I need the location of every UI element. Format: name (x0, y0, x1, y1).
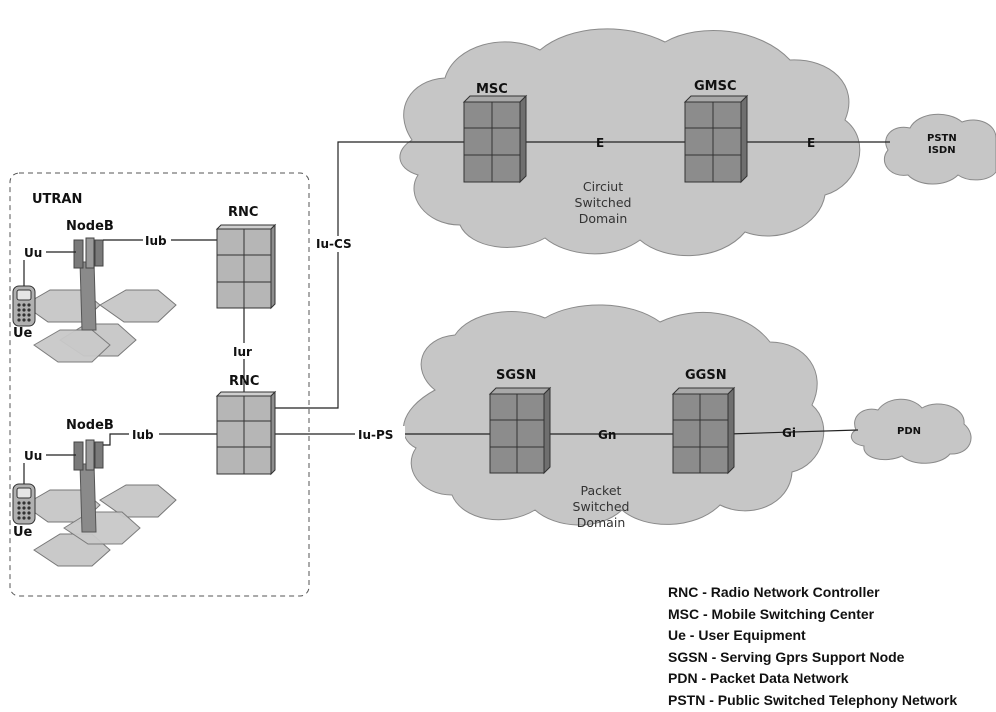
cs-domain-line3: Domain (579, 211, 628, 226)
labels: MSC GMSC E E PSTN ISDN Circiut Switched … (13, 79, 957, 540)
gi-label: Gi (782, 426, 796, 440)
cs-domain-line2: Switched (575, 195, 632, 210)
ps-domain-line1: Packet (581, 483, 622, 498)
cell-coverage-top (23, 289, 177, 363)
legend-item-msc: MSC - Mobile Switching Center (668, 605, 875, 622)
sgsn-node (488, 386, 552, 475)
pstn-cloud (883, 113, 996, 185)
ggsn-label: GGSN (685, 368, 727, 383)
msc-node (462, 94, 528, 184)
utran-boundary (9, 172, 310, 597)
ggsn-node (671, 386, 736, 475)
cs-domain-line1: Circiut (583, 179, 623, 194)
rnc-label-bottom: RNC (229, 374, 259, 389)
legend: RNC - Radio Network Controller MSC - Mob… (668, 582, 957, 712)
ue-label-bottom: Ue (13, 525, 33, 540)
cell-coverage-bottom (23, 484, 177, 567)
nodeb-label-bottom: NodeB (66, 418, 114, 433)
iur-label: Iur (233, 345, 252, 359)
nodeb-label-top: NodeB (66, 219, 114, 234)
ue-phone-top (12, 285, 36, 327)
legend-item-ue: Ue - User Equipment (668, 627, 806, 644)
iu-cs-label: Iu-CS (316, 237, 352, 251)
legend-item-pstn: PSTN - Public Switched Telephony Network (668, 691, 958, 708)
ue-phone-bottom (12, 483, 36, 525)
uu-label-top: Uu (24, 246, 42, 260)
legend-item-sgsn: SGSN - Serving Gprs Support Node (668, 648, 905, 665)
gn-label: Gn (598, 428, 616, 442)
gmsc-label: GMSC (694, 79, 737, 94)
utran-label: UTRAN (32, 192, 82, 207)
e-label-2: E (807, 136, 815, 150)
gmsc-node (683, 94, 749, 184)
ue-label-top: Ue (13, 326, 33, 341)
pdn-cloud (850, 398, 972, 464)
nodeb-tower-top (73, 237, 104, 331)
ps-domain-line2: Switched (573, 499, 630, 514)
iub-label-top: Iub (145, 234, 167, 248)
rnc-node-bottom (215, 390, 277, 476)
legend-item-pdn: PDN - Packet Data Network (668, 670, 849, 687)
rnc-label-top: RNC (228, 205, 258, 220)
sgsn-label: SGSN (496, 368, 536, 383)
nodeb-tower-bottom (73, 439, 104, 533)
rnc-node-top (215, 223, 277, 310)
legend-item-rnc: RNC - Radio Network Controller (668, 584, 880, 600)
iub-label-bottom: Iub (132, 428, 154, 442)
uu-label-bottom: Uu (24, 449, 42, 463)
e-label-1: E (596, 136, 604, 150)
connection-lines (23, 141, 890, 484)
isdn-label: ISDN (928, 145, 956, 156)
iu-ps-label: Iu-PS (358, 428, 393, 442)
pstn-label: PSTN (927, 133, 957, 144)
pdn-label: PDN (897, 426, 921, 437)
msc-label: MSC (476, 82, 508, 97)
ps-domain-line3: Domain (577, 515, 626, 530)
